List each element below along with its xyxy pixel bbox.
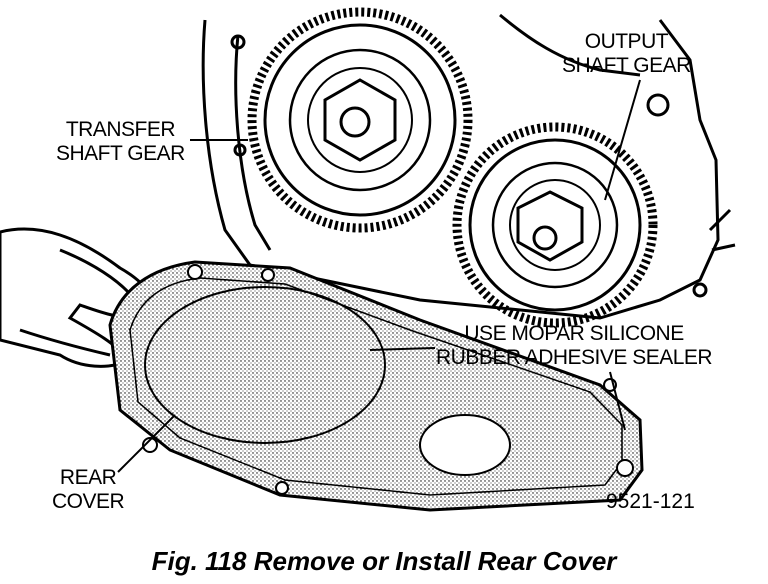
leader-lines (117, 79, 641, 473)
hand (0, 227, 156, 368)
figure-caption: Fig. 118 Remove or Install Rear Cover (151, 546, 617, 576)
sealer-label: USE MOPAR SILICONE RUBBER ADHESIVE SEALE… (436, 322, 713, 369)
rear-cover (108, 260, 644, 512)
rear-cover-label: REAR COVER (52, 466, 125, 513)
transfer-case-housing (201, 13, 736, 320)
transfer-shaft-gear (247, 7, 473, 233)
output-shaft-gear-label: OUTPUT SHAFT GEAR (562, 30, 691, 77)
figure-number: 9521-121 (606, 490, 695, 513)
output-shaft-gear (452, 122, 658, 328)
transfer-shaft-gear-label: TRANSFER SHAFT GEAR (56, 118, 185, 165)
